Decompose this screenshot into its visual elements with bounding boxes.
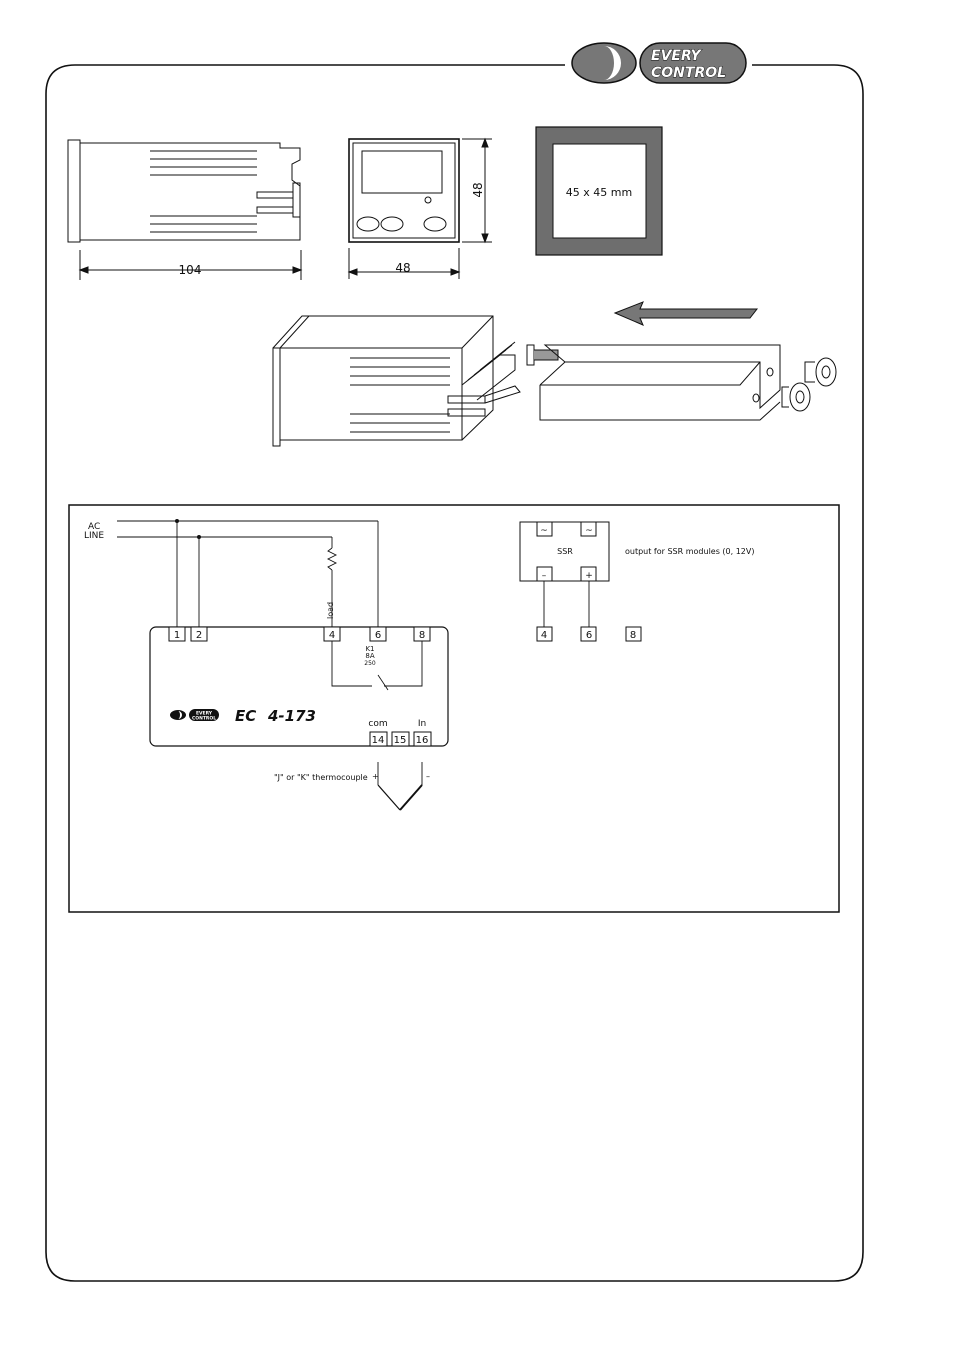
in-label: In bbox=[418, 719, 426, 729]
terminal-8-label: 8 bbox=[419, 630, 425, 641]
junction-dots bbox=[175, 519, 201, 539]
top-terminals bbox=[169, 627, 430, 641]
terminal-4-label: 4 bbox=[329, 630, 335, 641]
mini-brand-line-2: CONTROL bbox=[192, 716, 216, 722]
ssr-terminal-4: 4 bbox=[541, 630, 547, 641]
ssr-label: SSR bbox=[557, 547, 573, 556]
model-number: 4-173 bbox=[267, 707, 316, 725]
terminal-1-label: 1 bbox=[174, 630, 180, 641]
ssr-terminal-6: 6 bbox=[586, 630, 592, 641]
brand-line-1: EVERY bbox=[651, 48, 702, 64]
terminal-14-label: 14 bbox=[372, 735, 385, 746]
brand-line-2: CONTROL bbox=[651, 65, 726, 81]
terminal-16-label: 16 bbox=[416, 735, 429, 746]
insert-arrow bbox=[615, 302, 757, 325]
side-view-drawing bbox=[68, 140, 300, 242]
thermocouple-minus: – bbox=[426, 772, 430, 781]
page-frame bbox=[46, 65, 863, 1281]
depth-label: 104 bbox=[179, 263, 202, 277]
relay-label-3: 250 bbox=[364, 660, 376, 667]
relay-label-2: 8A bbox=[365, 652, 374, 660]
ac-line-label-2: LINE bbox=[84, 531, 104, 541]
height-label: 48 bbox=[471, 182, 485, 197]
ssr-plus: + bbox=[585, 571, 593, 581]
ssr-output-note: output for SSR modules (0, 12V) bbox=[625, 547, 755, 556]
thermocouple-plus: + bbox=[372, 772, 379, 781]
thermocouple-label: "J" or "K" thermocouple bbox=[274, 773, 368, 782]
terminal-6-label: 6 bbox=[375, 630, 381, 641]
wiring-diagram-frame bbox=[69, 505, 839, 912]
ssr-ac-left: ~ bbox=[540, 526, 548, 536]
ssr-terminal-8: 8 bbox=[630, 630, 636, 641]
controller-body bbox=[150, 627, 448, 746]
load-label: load bbox=[326, 602, 335, 619]
mounting-view-drawing bbox=[273, 316, 836, 446]
wiring-lines bbox=[117, 521, 422, 810]
terminal-15-label: 15 bbox=[394, 735, 407, 746]
width-label: 48 bbox=[395, 261, 410, 275]
com-label: com bbox=[368, 719, 387, 729]
brand-logo: EVERY CONTROL bbox=[572, 43, 746, 83]
mini-brand-logo: EVERY CONTROL bbox=[170, 709, 219, 722]
ssr-wires bbox=[544, 581, 589, 627]
front-dimensions bbox=[349, 139, 492, 279]
front-view-drawing bbox=[349, 139, 459, 242]
ssr-ac-right: ~ bbox=[585, 526, 593, 536]
terminal-2-label: 2 bbox=[196, 630, 202, 641]
ssr-minus: – bbox=[542, 571, 547, 581]
model-prefix: EC bbox=[235, 707, 256, 725]
cutout-label: 45 x 45 mm bbox=[566, 186, 632, 199]
